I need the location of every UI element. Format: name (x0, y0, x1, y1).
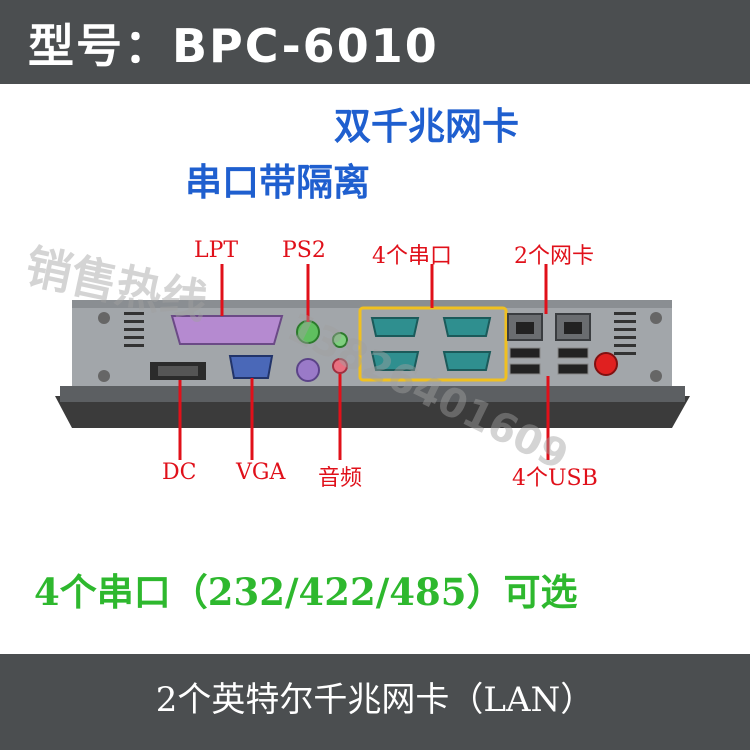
serial-port-icon (370, 351, 420, 371)
serial-port-icon (370, 317, 420, 337)
usb-port-icon (557, 363, 589, 375)
screw-icon (650, 370, 662, 382)
label-usb: 4个USB (512, 466, 598, 491)
label-nics: 2个网卡 (514, 244, 594, 269)
usb-port-icon (557, 347, 589, 359)
footer-lan-text: 2个英特尔千兆网卡（LAN） (155, 680, 595, 720)
model-title: 型号：BPC-6010 (28, 19, 439, 73)
vent-grille-right (614, 312, 636, 355)
serial-port-icon (442, 351, 492, 371)
serial-port-icon (442, 317, 492, 337)
feature-serial-isolation: 串口带隔离 (185, 161, 370, 204)
label-vga: VGA (236, 460, 286, 485)
label-audio: 音频 (318, 466, 363, 491)
usb-port-icon (509, 363, 541, 375)
label-lpt: LPT (194, 238, 239, 263)
lpt-port-icon (170, 315, 284, 345)
footer-bar (0, 654, 750, 750)
audio-mic-jack-icon (332, 358, 348, 374)
serial-options-text: 4个串口（232/422/485）可选 (34, 570, 578, 614)
feature-dual-gigabit-nic: 双千兆网卡 (334, 105, 519, 148)
ps2-mouse-port-icon (296, 358, 320, 382)
vga-port-icon (228, 355, 274, 379)
device-bezel (55, 396, 690, 428)
label-dc: DC (162, 460, 197, 485)
callout-lines (178, 264, 550, 460)
vent-grille-left (124, 312, 144, 347)
label-ps2: PS2 (282, 238, 326, 263)
label-serial-ports: 4个串口 (372, 244, 452, 269)
audio-out-jack-icon (332, 332, 348, 348)
lan-port-icon (555, 313, 591, 341)
screw-icon (98, 312, 110, 324)
screw-icon (650, 312, 662, 324)
screw-icon (98, 370, 110, 382)
header-bar (0, 0, 750, 84)
power-button-icon (594, 352, 618, 376)
usb-port-icon (509, 347, 541, 359)
